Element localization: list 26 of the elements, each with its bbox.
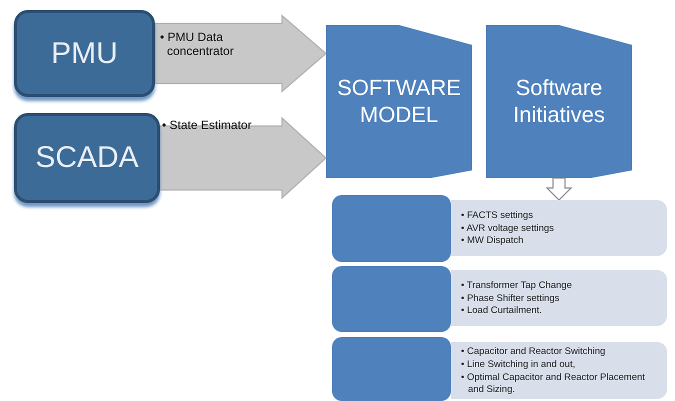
tab-block — [332, 266, 451, 332]
source-label: SCADA — [35, 141, 139, 175]
source-box — [14, 10, 155, 97]
edge-label: • State Estimator — [162, 118, 253, 132]
shape-label: SOFTWARE MODEL — [336, 75, 462, 128]
tab-block — [332, 337, 451, 401]
bullet-item: • AVR voltage settings — [461, 222, 554, 236]
list-panel — [451, 342, 667, 399]
bullet-item: • FACTS settings — [461, 210, 534, 223]
source-label: PMU — [51, 36, 118, 70]
bullet-item: • Capacitor and Reactor Switching — [461, 346, 606, 359]
bullet-item: • MW Dispatch — [461, 235, 524, 248]
block-arrow — [546, 177, 572, 201]
bullet-item: • Line Switching in and out, — [461, 358, 576, 372]
list-panel — [451, 270, 667, 326]
shape-label: Software Initiatives — [512, 75, 606, 128]
block-arrow — [159, 116, 327, 200]
list-panel — [451, 200, 667, 256]
bullet-item: • Optimal Capacitor and Reactor Placement and Sizing. — [461, 372, 646, 398]
bullet-item: • Transformer Tap Change — [461, 280, 572, 293]
edge-label: • PMU Data concentrator — [160, 30, 235, 59]
bullet-item: • Load Curtailment. — [461, 305, 543, 318]
tab-block — [332, 195, 451, 262]
source-box — [14, 113, 160, 203]
block-arrow — [154, 14, 327, 93]
bullet-item: • Phase Shifter settings — [461, 292, 560, 306]
